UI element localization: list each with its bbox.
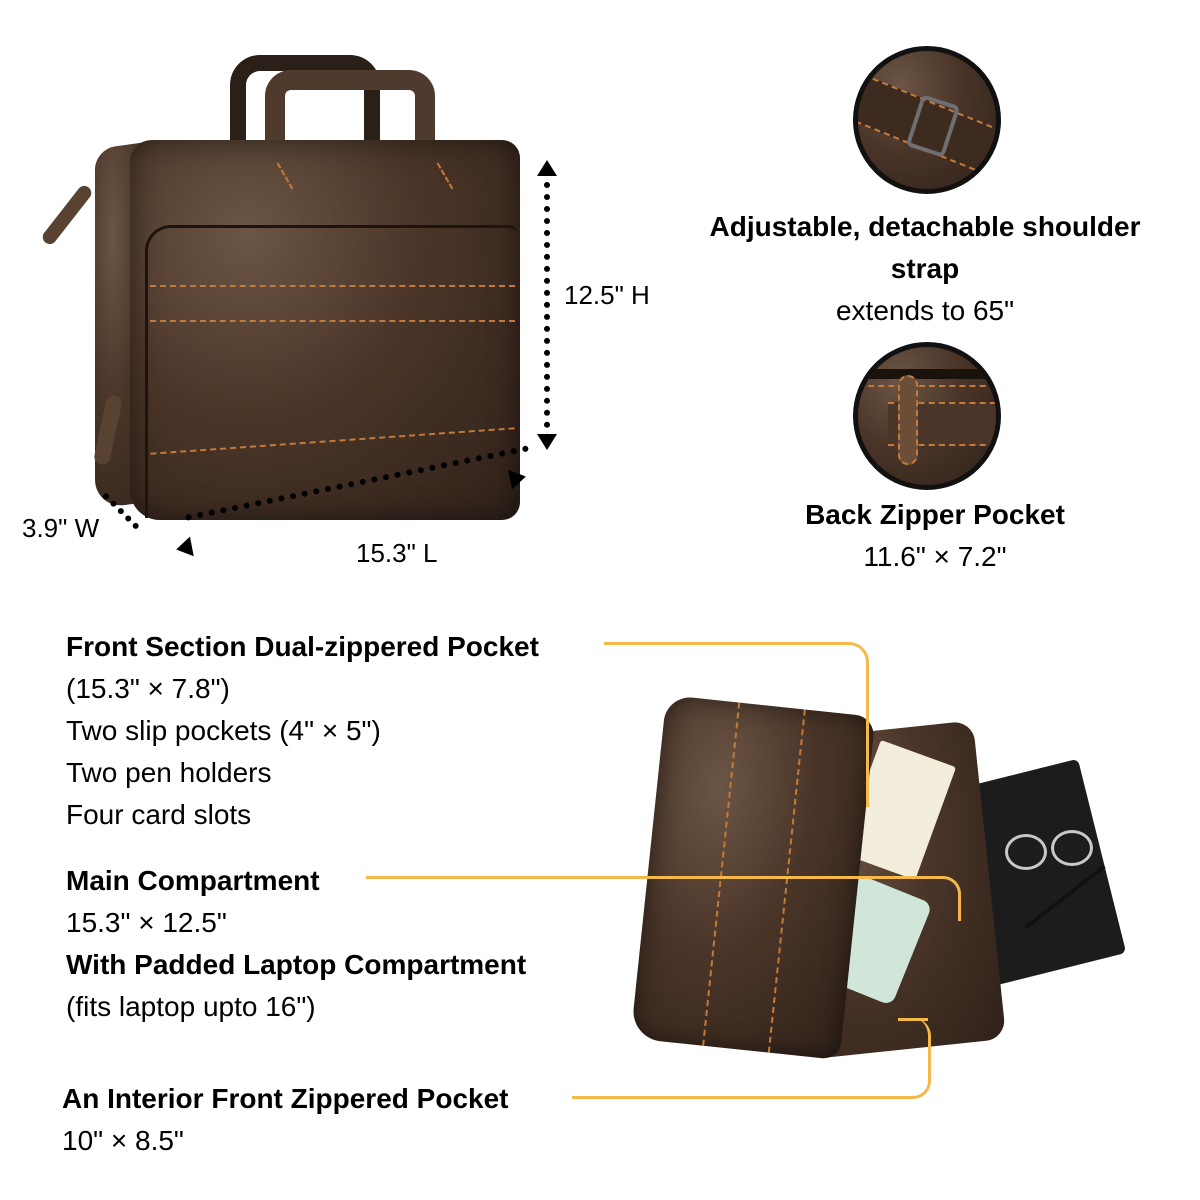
interior-pocket-title: An Interior Front Zippered Pocket (62, 1083, 509, 1114)
callout-line-main-compartment (366, 876, 961, 921)
strap-title-line1: Adjustable, detachable shoulder (709, 211, 1141, 242)
strap-feature-title-2: strap (660, 248, 1190, 290)
front-pocket-line: Two pen holders (66, 757, 272, 788)
main-compartment-feature: Main Compartment 15.3" × 12.5" With Padd… (66, 860, 526, 1028)
arrow-left-icon (174, 536, 194, 560)
zipper-pull-icon (39, 183, 95, 247)
strap-closeup-circle (853, 46, 1001, 194)
bag-body (130, 140, 520, 520)
front-pocket-title: Front Section Dual-zippered Pocket (66, 631, 539, 662)
length-label: 15.3" L (356, 538, 438, 568)
interior-pocket-feature: An Interior Front Zippered Pocket 10" × … (62, 1078, 508, 1162)
arrow-up-icon (537, 160, 557, 176)
strap-feature-title: Adjustable, detachable shoulder (660, 206, 1190, 248)
callout-line-interior-pocket (572, 1018, 931, 1099)
front-pocket (145, 225, 518, 518)
height-arrow (544, 170, 550, 440)
front-pocket-feature: Front Section Dual-zippered Pocket (15.3… (66, 626, 539, 836)
front-pocket-line: Two slip pockets (4" × 5") (66, 715, 381, 746)
glasses-icon (1005, 830, 1095, 870)
interior-pocket-line: 10" × 8.5" (62, 1125, 184, 1156)
height-label: 12.5" H (564, 280, 650, 310)
main-compartment-title: Main Compartment (66, 865, 320, 896)
zipper-pull-icon (898, 375, 918, 465)
strap-title-line2: strap (890, 253, 960, 284)
laptop-compartment-line: (fits laptop upto 16") (66, 991, 316, 1022)
width-label: 3.9" W (22, 513, 100, 543)
callout-line-front-pocket (604, 642, 869, 807)
back-pocket-detail: 11.6" × 7.2" (863, 541, 1007, 572)
callout-line-interior-pocket-top (898, 1018, 928, 1021)
front-pocket-line: (15.3" × 7.8") (66, 673, 230, 704)
briefcase-front-image (39, 55, 550, 525)
back-pocket-title: Back Zipper Pocket (805, 499, 1065, 530)
arrow-down-icon (537, 434, 557, 450)
main-compartment-line: 15.3" × 12.5" (66, 907, 227, 938)
strap-feature-detail: extends to 65" (835, 295, 1015, 326)
back-pocket-closeup-circle (853, 342, 1001, 490)
front-pocket-line: Four card slots (66, 799, 252, 830)
laptop-compartment-title: With Padded Laptop Compartment (66, 949, 527, 980)
